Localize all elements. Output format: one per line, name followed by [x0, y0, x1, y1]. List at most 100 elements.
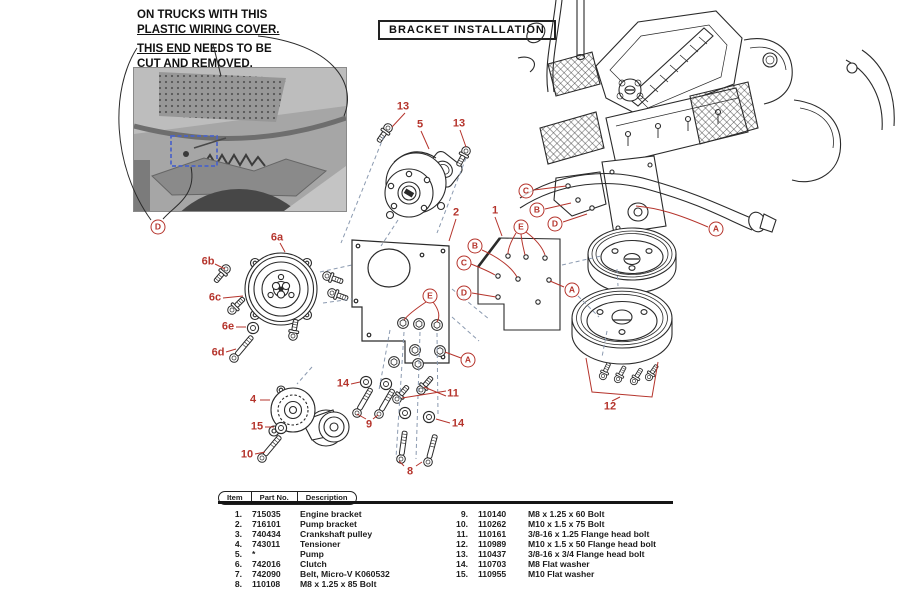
part-number: 110703: [478, 559, 507, 569]
part-item: 1.: [234, 509, 242, 519]
part-item: 12.: [456, 539, 468, 549]
part-description: M8 x 1.25 x 85 Bolt: [300, 579, 377, 589]
note-line2: PLASTIC WIRING COVER.: [137, 23, 280, 36]
part-number: 110955: [478, 569, 507, 579]
part-description: M10 x 1.5 x 50 Flange head bolt: [528, 539, 656, 549]
letter-callout-D: D: [150, 219, 166, 235]
part-item: 10.: [456, 519, 468, 529]
part-item: 2.: [234, 519, 242, 529]
part-description: Pump bracket: [300, 519, 357, 529]
number-callout-6b: 6b: [201, 255, 215, 268]
part-description: 3/8-16 x 3/4 Flange head bolt: [528, 549, 645, 559]
number-callout-6d: 6d: [211, 346, 225, 359]
photo-highlight-box: [170, 135, 218, 167]
part-row: 12. 110989 M10 x 1.5 x 50 Flange head bolt: [448, 539, 656, 549]
number-callout-8: 8: [406, 465, 414, 478]
part-number: 715035: [252, 509, 281, 519]
note-line1: ON TRUCKS WITH THIS: [137, 9, 268, 21]
letter-callout-A: A: [564, 282, 580, 298]
letter-callout-D: D: [547, 216, 563, 232]
part-description: Crankshaft pulley: [300, 529, 373, 539]
part-row: 8. 110108 M8 x 1.25 x 85 Bolt: [222, 579, 390, 589]
part-number: 740434: [252, 529, 281, 539]
number-callout-6a: 6a: [270, 231, 284, 244]
part-description: Clutch: [300, 559, 327, 569]
part-number: 110437: [478, 549, 507, 559]
header-part-no: Part No.: [252, 492, 298, 504]
number-callout-6e: 6e: [221, 320, 235, 333]
part-number: 110262: [478, 519, 507, 529]
letter-callout-B: B: [529, 202, 545, 218]
number-callout-9: 9: [365, 418, 373, 431]
part-description: M10 Flat washer: [528, 569, 595, 579]
pulleys-drawing: [571, 227, 677, 387]
part-number: *: [252, 549, 256, 559]
photo-inset: [133, 67, 347, 212]
number-callout-13: 13: [452, 117, 466, 130]
part-item: 11.: [456, 529, 468, 539]
part-row: 15. 110955 M10 Flat washer: [448, 569, 656, 579]
letter-callout-D: D: [456, 285, 472, 301]
letter-callout-B: B: [467, 238, 483, 254]
number-callout-5: 5: [416, 118, 424, 131]
part-number: 110140: [478, 509, 507, 519]
number-callout-6c: 6c: [208, 291, 222, 304]
part-description: Engine bracket: [300, 509, 362, 519]
header-item: Item: [219, 492, 252, 504]
pump-drawing: [373, 121, 473, 220]
part-number: 743011: [252, 539, 281, 549]
part-number: 110989: [478, 539, 507, 549]
part-row: 13. 110437 3/8-16 x 3/4 Flange head bolt: [448, 549, 656, 559]
part-item: 13.: [456, 549, 468, 559]
number-callout-15: 15: [250, 420, 264, 433]
part-number: 742090: [252, 569, 281, 579]
part-row: 3. 740434 Crankshaft pulley: [222, 529, 390, 539]
part-item: 8.: [234, 579, 242, 589]
title-box: BRACKET INSTALLATION: [378, 20, 556, 40]
number-callout-13: 13: [396, 100, 410, 113]
engine-drawing: [517, 0, 895, 235]
letter-callout-E: E: [422, 288, 438, 304]
letter-callout-A: A: [460, 352, 476, 368]
letter-callout-E: E: [513, 219, 529, 235]
part-description: Tensioner: [300, 539, 341, 549]
part-row: 4. 743011 Tensioner: [222, 539, 390, 549]
number-callout-12: 12: [603, 400, 617, 413]
part-item: 9.: [460, 509, 468, 519]
part-item: 3.: [234, 529, 242, 539]
callout-leaders: [214, 112, 709, 467]
clutch-drawing: [210, 252, 350, 365]
number-callout-11: 11: [447, 387, 459, 400]
part-item: 6.: [234, 559, 242, 569]
part-item: 4.: [234, 539, 242, 549]
photo-leaders: [118, 35, 348, 221]
part-description: Pump: [300, 549, 324, 559]
pump-bracket-drawing: [351, 239, 450, 370]
part-item: 15.: [456, 569, 468, 579]
part-row: 5. * Pump: [222, 549, 390, 559]
part-item: 14.: [456, 559, 468, 569]
header-description: Description: [305, 493, 348, 502]
tensioner-drawing: [268, 385, 350, 447]
part-row: 1. 715035 Engine bracket: [222, 509, 390, 519]
part-row: 6. 742016 Clutch: [222, 559, 390, 569]
part-number: 110108: [252, 579, 281, 589]
part-item: 5.: [234, 549, 242, 559]
number-callout-10: 10: [240, 448, 254, 461]
letter-callout-C: C: [518, 183, 534, 199]
part-number: 742016: [252, 559, 281, 569]
engine-bracket-drawing: [476, 237, 561, 331]
letter-callout-C: C: [456, 255, 472, 271]
photo-artwork: [134, 68, 346, 211]
part-item: 7.: [234, 569, 242, 579]
